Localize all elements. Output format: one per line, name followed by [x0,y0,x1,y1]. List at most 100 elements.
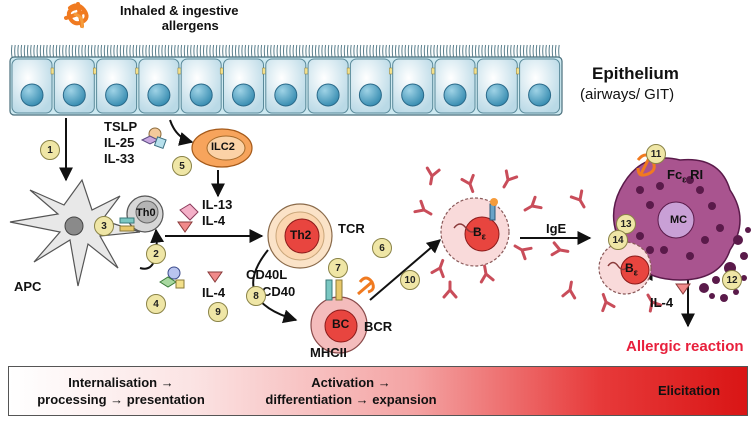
released-granule [733,289,739,295]
ige-antibody [523,195,543,212]
mast-cell-granule [708,202,716,210]
released-granule [745,227,751,233]
epithelial-nucleus [528,83,552,107]
ige-antibody [430,258,445,279]
phase-bar: Internalisation → processing → presentat… [8,366,748,416]
step-badge-7: 7 [328,258,348,278]
allergic-reaction-label: Allergic reaction [626,338,744,355]
ige-antibody [601,292,616,313]
released-granule [699,283,709,293]
beps-right-text: B [625,261,634,275]
released-granule [741,275,747,281]
label-il4-mid: IL-4 [202,285,226,300]
mast-cell-granule [686,252,694,260]
mast-cell-granule [686,176,694,184]
th2-label: Th2 [290,228,312,242]
ige-antibody [442,280,458,299]
ige-antibody [502,169,519,189]
epithelial-nucleus [358,83,382,107]
phase-presentation: Internalisation → processing → presentat… [21,375,221,409]
ige-antibody [561,280,577,300]
cd40-label: CD40 [262,284,296,299]
label-tslp: TSLP [104,119,138,134]
beps-main-eps: ε [481,231,486,242]
allergen-protein-icon [64,2,89,29]
mhcii-label: MHCII [310,345,347,360]
step-badge-8: 8 [246,286,266,306]
step-badge-3: 3 [94,216,114,236]
mast-cell-granule [646,246,654,254]
epithelial-nucleus [443,83,467,107]
phase-presentation-line2: processing → presentation [37,391,205,407]
mast-cell [612,157,741,281]
cytokine-shapes-apc [159,266,185,289]
b-cell [310,279,368,354]
label-il25: IL-25 [104,135,135,150]
ige-antibodies [413,166,663,313]
beps-main-label: Bε [473,225,486,242]
step-badge-11: 11 [646,144,666,164]
beps-main-text: B [473,225,482,239]
epithelial-nucleus [147,83,171,107]
mast-cell-granule [646,201,654,209]
step-badge-6: 6 [372,238,392,258]
beps-right-eps: ε [633,267,638,278]
mc-label: MC [670,214,688,226]
th2-cell [267,203,333,269]
label-il13: IL-13 [202,197,233,212]
allergen-label-line2: allergens [161,17,219,33]
label-il33: IL-33 [104,151,135,166]
ilc2-cell [191,128,253,168]
th0-label: Th0 [136,207,156,219]
epithelium-layer [9,44,563,116]
il4-shape-top [177,221,193,233]
il4-shape-right [675,283,691,295]
ige-antibody [569,189,586,209]
fce-ri-text: RI [690,167,704,182]
apc-dendritic-cell [9,178,141,287]
ilc2-label: ILC2 [211,141,235,153]
mast-cell-granule [636,186,644,194]
epithelial-nucleus [62,83,86,107]
mast-cell-granule [636,232,644,240]
mast-cell-granule [660,246,668,254]
arrow-epi-ilc2 [169,119,194,146]
step-badge-2: 2 [146,244,166,264]
epithelial-nucleus [232,83,255,107]
mast-cell-granules [699,227,751,302]
beps-right-label: Bε [625,261,638,278]
phase-activation-line1: Activation → [311,375,391,390]
allergen-bc-icon [357,276,375,296]
epithelium-title: Epithelium [592,64,679,83]
mast-cell-granule [701,236,709,244]
il4-shape-mid [207,271,223,283]
bcr-label: BCR [364,319,393,334]
phase-presentation-line1: Internalisation → [68,375,174,390]
il13-shape [179,203,199,221]
ige-label: IgE [546,221,567,236]
ige-antibody [413,199,433,216]
allergen-label-line1: Inhaled & ingestive [120,3,239,18]
ige-antibody [479,264,495,284]
step-badge-12: 12 [722,270,742,290]
released-granule [720,294,728,302]
ige-antibody [646,293,663,313]
epithelium-subtitle: (airways/ GIT) [580,86,675,103]
released-granule [709,293,715,299]
mast-cell-granule [696,186,704,194]
step-badge-1: 1 [40,140,60,160]
fce-text: Fc [667,167,683,182]
released-granule [740,252,748,260]
epithelial-nucleus [485,83,509,107]
tcr-label: TCR [338,221,365,236]
label-il4-top: IL-4 [202,213,226,228]
fce-ri-label: Fcε RI [667,167,704,185]
epithelial-nucleus [316,83,340,107]
step-badge-9: 9 [208,302,228,322]
mast-cell-granule [716,224,724,232]
allergen-label: Inhaled & ingestive allergens [120,3,239,34]
cytokine-shapes-epi [140,127,167,150]
apc-label: APC [14,279,42,294]
fce-eps: ε [682,174,687,185]
